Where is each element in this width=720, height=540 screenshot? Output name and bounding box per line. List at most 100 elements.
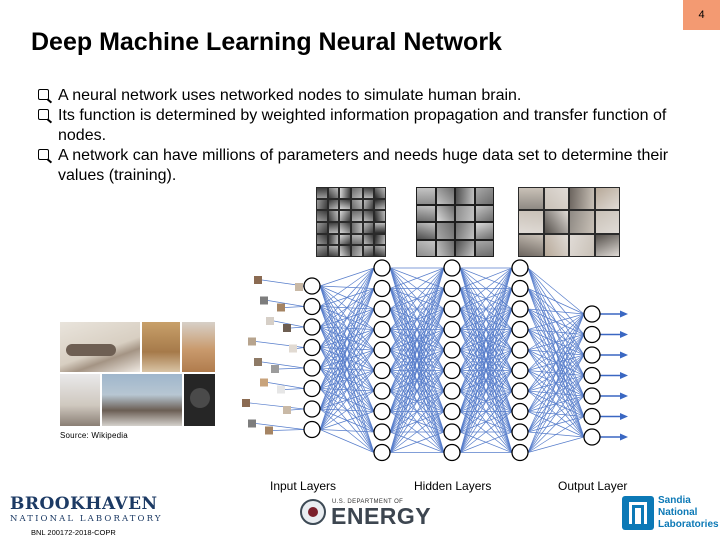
network-edge: [459, 267, 513, 371]
output-layer-label: Output Layer: [558, 479, 628, 493]
network-edge: [527, 313, 585, 392]
neuron-node-icon: [511, 341, 529, 359]
arrow-right-icon: [620, 310, 628, 318]
network-edge: [389, 267, 445, 371]
neuron-node-icon: [303, 420, 321, 439]
network-edge: [527, 313, 585, 351]
feature-tile: [375, 234, 385, 245]
sandia-logo-line: National: [658, 507, 698, 518]
neuron-node-icon: [373, 259, 391, 277]
neuron-node-icon: [583, 346, 601, 364]
feature-tile: [375, 246, 385, 256]
input-pixel: [248, 337, 256, 346]
feature-tile: [317, 223, 327, 233]
network-edge: [459, 390, 513, 453]
input-pixel: [283, 406, 291, 414]
input-pixel-edge: [284, 388, 305, 390]
network-edge: [389, 267, 445, 330]
feature-tile: [352, 246, 362, 256]
feature-tile: [417, 205, 435, 221]
feature-tile: [328, 246, 339, 256]
neuron-node-icon: [511, 423, 529, 441]
neuron-node-icon: [583, 305, 601, 323]
input-layers-label: Input Layers: [270, 479, 337, 493]
input-pixel-edge: [278, 367, 305, 370]
input-pixel: [254, 276, 262, 284]
bullet-item: A neural network uses networked nodes to…: [38, 86, 710, 106]
doe-energy-logo: U.S. DEPARTMENT OF ENERGY: [300, 497, 431, 529]
neuron-node-icon: [511, 402, 529, 421]
input-pixel: [265, 426, 273, 435]
network-edge: [319, 267, 375, 307]
input-pixel: [248, 419, 256, 428]
network-edge: [459, 288, 513, 453]
neuron-node-icon: [303, 338, 321, 357]
neuron-node-icon: [511, 279, 529, 298]
bullet-item: Its function is determined by weighted i…: [38, 106, 710, 146]
feature-tile: [363, 246, 374, 256]
network-edge: [319, 288, 375, 430]
feature-tile: [340, 234, 350, 245]
feature-tile: [519, 188, 543, 210]
sandia-logo: Sandia National Laboratories: [622, 494, 719, 534]
feature-tile: [352, 211, 362, 221]
network-edge: [319, 267, 375, 410]
network-edge: [527, 354, 585, 453]
input-pixel: [289, 344, 297, 353]
input-pixel-edge: [272, 429, 305, 431]
doe-logo-energy: ENERGY: [331, 503, 432, 529]
arrow-right-icon: [620, 372, 628, 379]
neuron-node-icon: [443, 300, 461, 318]
feature-tile: [340, 188, 350, 198]
network-edge: [389, 267, 445, 433]
feature-tile: [363, 211, 374, 221]
neuron-node-icon: [443, 320, 461, 339]
network-edge: [319, 370, 375, 430]
network-edge: [389, 370, 445, 453]
network-edge: [527, 267, 585, 315]
source-caption: Source: Wikipedia: [60, 431, 128, 440]
input-pixel-edge: [290, 326, 305, 329]
feature-tile: [456, 240, 474, 256]
bullet-item: A network can have millions of parameter…: [38, 146, 710, 186]
page-number: 4: [683, 0, 720, 30]
feature-tile: [340, 211, 350, 221]
feature-tile: [328, 211, 339, 221]
feature-tile: [363, 234, 374, 245]
feature-tile: [317, 188, 327, 198]
network-edge: [319, 308, 375, 430]
input-pixel: [260, 296, 268, 305]
network-edge: [459, 431, 513, 453]
network-edge: [527, 313, 585, 453]
network-edge: [319, 390, 375, 430]
network-edge: [527, 308, 585, 315]
network-edge: [389, 349, 445, 453]
bullet-text: Its function is determined by weighted i…: [58, 107, 667, 144]
feature-tile: [475, 205, 493, 221]
feature-tile: [340, 246, 350, 256]
network-edge: [459, 370, 513, 453]
feature-tile: [570, 188, 594, 210]
network-edge: [319, 411, 375, 430]
feature-tile: [417, 188, 435, 204]
network-edge: [389, 267, 445, 392]
neuron-node-icon: [373, 402, 391, 421]
feature-tile: [363, 199, 374, 210]
network-edges: [249, 267, 585, 453]
neuron-node-icon: [443, 259, 461, 277]
network-edge: [319, 329, 375, 430]
feature-tile: [570, 211, 594, 233]
neuron-node-icon: [443, 382, 461, 400]
input-pixel-edge: [267, 300, 305, 307]
feature-tile: [544, 211, 568, 233]
network-edge: [459, 267, 513, 392]
neuron-node-icon: [373, 443, 391, 462]
input-pixel-edge: [284, 306, 305, 308]
feature-tile: [475, 188, 493, 204]
sandia-logo-text: Sandia National Laboratories: [658, 495, 719, 531]
neuron-node-icon: [511, 300, 529, 318]
feature-tile: [317, 246, 327, 256]
brookhaven-logo: BROOKHAVEN NATIONAL LABORATORY: [8, 494, 160, 528]
edge-features-image: [316, 187, 386, 257]
